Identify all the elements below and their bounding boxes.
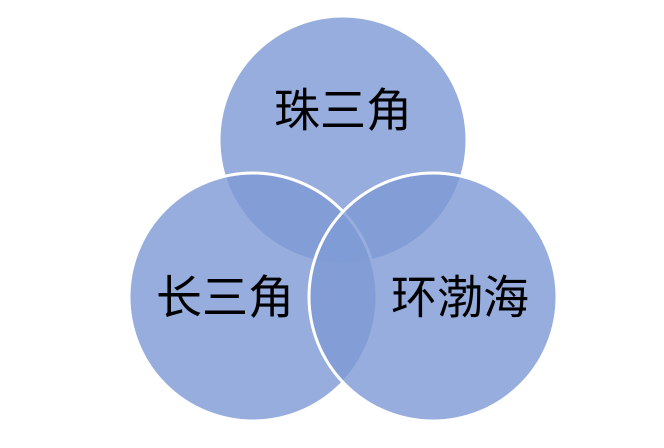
venn-label-top: 珠三角 [274,84,412,138]
venn-labels: 珠三角 长三角 环渤海 [156,84,529,325]
venn-circles [127,14,559,423]
venn-label-right: 环渤海 [391,271,529,325]
venn-label-left: 长三角 [156,271,294,325]
venn-circle-right [307,171,559,423]
